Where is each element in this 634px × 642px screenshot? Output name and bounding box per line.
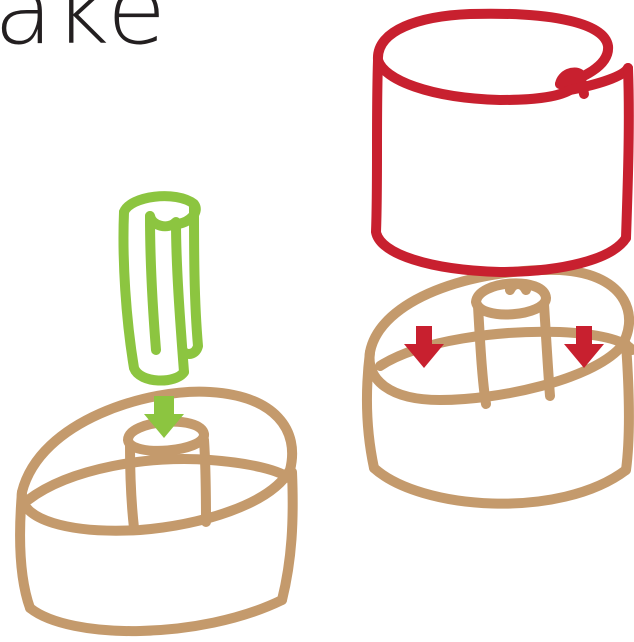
right-mold-base: [367, 270, 632, 504]
press-arrow-left-icon: [404, 326, 444, 368]
collar-band-icon: [376, 14, 629, 272]
arrow-shaft: [154, 396, 174, 416]
left-center-post: [128, 422, 206, 528]
arrow-shaft: [416, 326, 432, 346]
arrow-shaft: [576, 326, 592, 346]
rolled-tube-icon: [123, 196, 198, 380]
